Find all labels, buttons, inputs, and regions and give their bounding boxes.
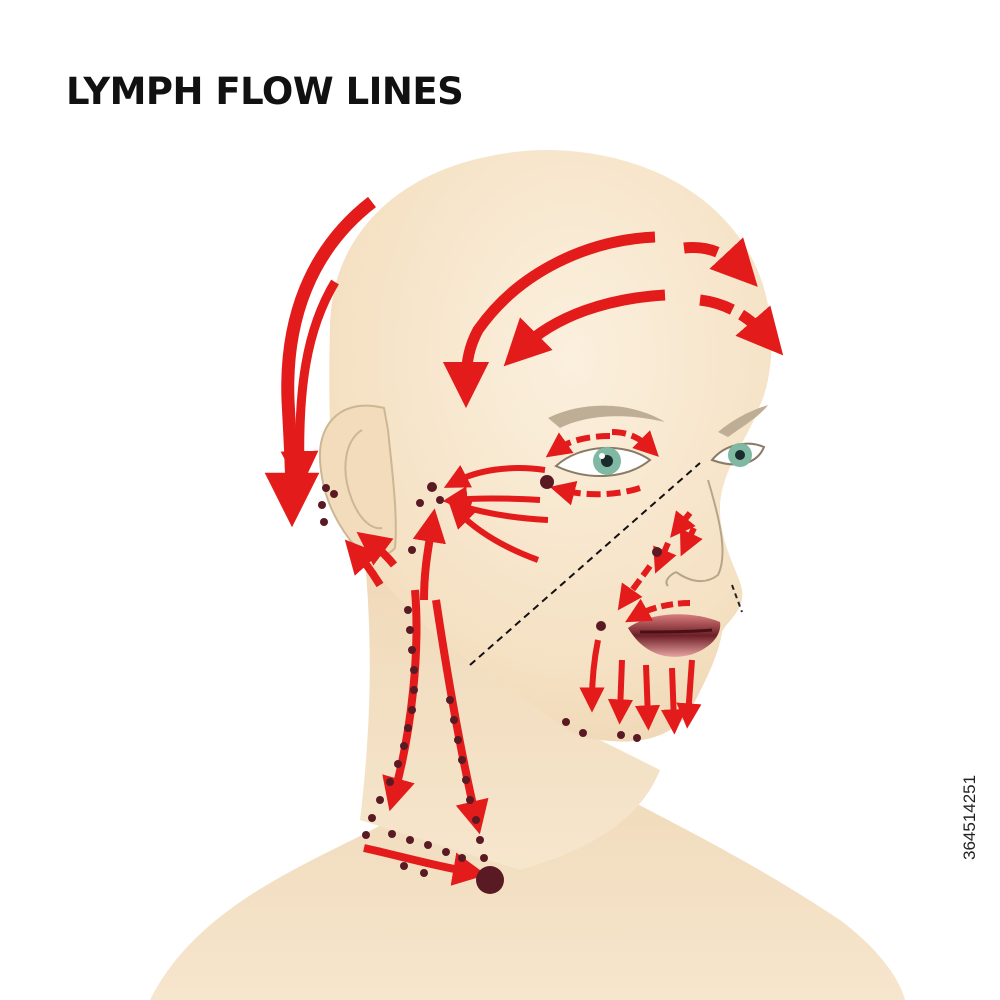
arrow-eye-lower xyxy=(549,480,641,506)
arrow-forehead-right-upper xyxy=(683,237,758,287)
face-division-line xyxy=(469,462,701,666)
arrow-clavicle xyxy=(363,844,487,886)
arrow-eye-upper-right xyxy=(611,429,659,457)
arrow-neck-back xyxy=(432,599,489,835)
arrow-cheek-4 xyxy=(449,503,540,563)
arrow-cheek-2 xyxy=(442,486,541,512)
arrow-nose-1 xyxy=(670,510,696,538)
arrow-lip-upper xyxy=(625,598,691,623)
arrow-forehead-right-lower xyxy=(699,294,784,356)
arrow-eye-upper-left xyxy=(545,432,611,458)
lymph-nodes xyxy=(318,475,662,894)
arrow-forehead-lower xyxy=(503,289,666,367)
mouth xyxy=(628,614,721,657)
eyebrow-left xyxy=(548,405,665,428)
shoulders xyxy=(150,760,905,1000)
ear xyxy=(318,404,397,557)
arrow-chin-5 xyxy=(676,659,702,729)
eyebrow-right xyxy=(718,405,768,437)
page-title: LYMPH FLOW LINES xyxy=(66,70,464,113)
lymph-flow-arrows xyxy=(264,196,784,886)
arrow-skull-inner xyxy=(280,279,339,489)
terminus-node xyxy=(476,866,504,894)
arrow-ear-down-2 xyxy=(356,531,398,568)
arrow-chin-2 xyxy=(607,659,634,725)
arrow-chin-3 xyxy=(634,664,661,731)
arrow-cheek-1 xyxy=(443,465,546,488)
neck xyxy=(360,560,660,870)
arrow-nose-2 xyxy=(679,526,703,557)
arrow-nose-3 xyxy=(653,541,677,574)
nose xyxy=(675,479,724,583)
arrow-jaw-to-ear xyxy=(412,508,446,601)
arrow-forehead-upper xyxy=(442,231,656,409)
arrow-chin-4 xyxy=(660,667,687,735)
arrow-nose-4 xyxy=(617,564,653,611)
arrow-chin-1 xyxy=(579,639,605,713)
